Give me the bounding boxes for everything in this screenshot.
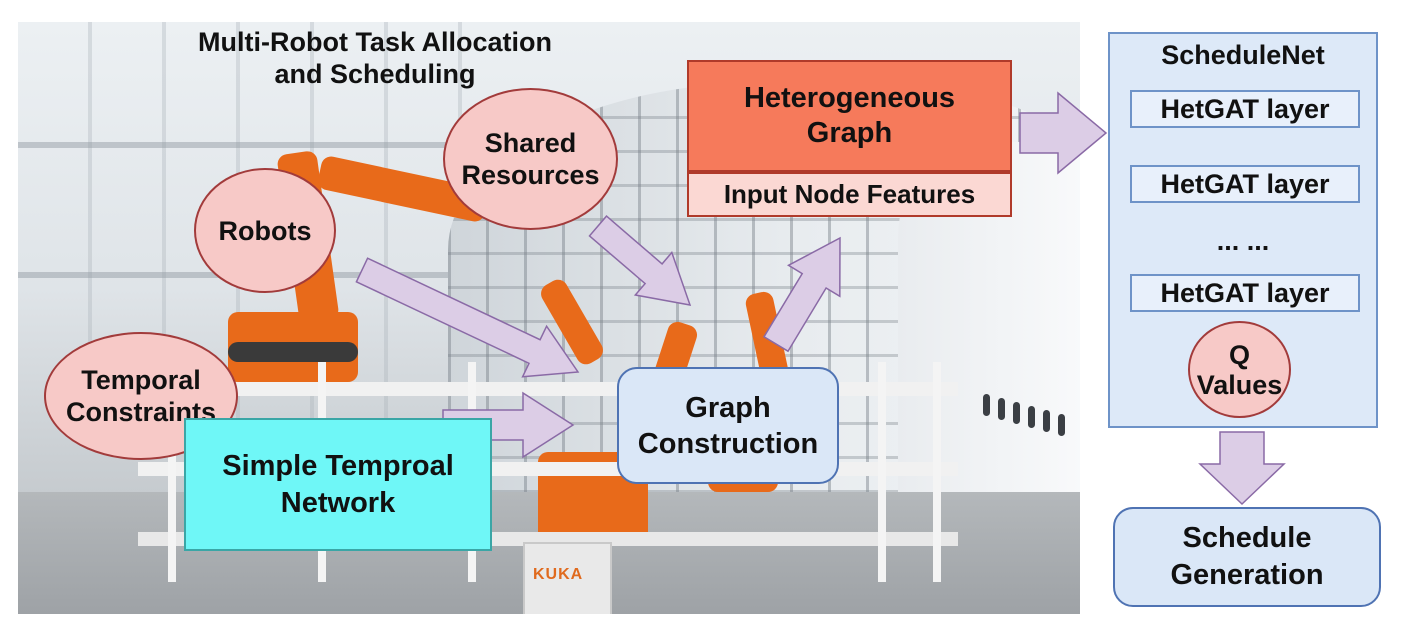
- graph-construction-label-1: Graph: [685, 391, 771, 424]
- kuka-control-panel: KUKA: [523, 542, 612, 614]
- robots-to-graph-construction-arrow: [355, 257, 580, 378]
- graph-construction-box: Graph Construction: [617, 367, 839, 484]
- diagram-title: Multi-Robot Task Allocation and Scheduli…: [140, 26, 610, 90]
- fuselage-window: [1058, 414, 1065, 436]
- stn-label-2: Network: [280, 486, 396, 519]
- platform-rail: [168, 362, 176, 582]
- fuselage-window: [998, 398, 1005, 420]
- q-values-node: Q Values: [1188, 321, 1291, 418]
- layer-ellipsis: ... ...: [1216, 226, 1270, 256]
- hetero-graph-label-1: Heterogeneous: [743, 82, 956, 114]
- input-node-features-box: Input Node Features: [687, 172, 1012, 217]
- fuselage-window: [1028, 406, 1035, 428]
- simple-temporal-network-box: Simple Temproal Network: [184, 418, 492, 551]
- hetgat-layer-1: HetGAT layer: [1130, 90, 1360, 128]
- title-line-2: and Scheduling: [274, 59, 476, 89]
- resources-to-graph-construction-arrow: [588, 215, 692, 306]
- hetgat-layer-2: HetGAT layer: [1130, 165, 1360, 203]
- schedule-generation-label-2: Generation: [1170, 559, 1324, 591]
- fuselage-window: [983, 394, 990, 416]
- hetgat-layer-3: HetGAT layer: [1130, 274, 1360, 312]
- q-values-label-2: Values: [1196, 369, 1283, 400]
- schedulenet-box: ScheduleNet HetGAT layer HetGAT layer ..…: [1108, 32, 1378, 428]
- fuselage-window: [1013, 402, 1020, 424]
- shared-resources-label-2: Resources: [461, 160, 600, 190]
- shared-resources-node: Shared Resources: [443, 88, 618, 230]
- input-node-features-label: Input Node Features: [723, 179, 976, 209]
- platform-rail: [933, 362, 941, 582]
- robots-label: Robots: [218, 215, 312, 246]
- fuselage-window: [1043, 410, 1050, 432]
- schedule-generation-box: Schedule Generation: [1113, 507, 1381, 607]
- graph-construction-label-2: Construction: [637, 427, 819, 460]
- schedulenet-to-schedule-generation-arrow: [1198, 431, 1286, 506]
- temporal-constraints-label-1: Temporal: [81, 365, 201, 395]
- stn-label-1: Simple Temproal: [222, 449, 454, 482]
- kuka-panel-label: KUKA: [533, 566, 584, 583]
- platform-rail: [878, 362, 886, 582]
- title-line-1: Multi-Robot Task Allocation: [198, 27, 552, 57]
- stn-to-graph-construction-arrow: [442, 391, 575, 459]
- shared-resources-label-1: Shared: [484, 128, 577, 158]
- heterogeneous-graph-box: Heterogeneous Graph: [687, 60, 1012, 172]
- robots-node: Robots: [194, 168, 336, 293]
- hetero-graph-label-2: Graph: [806, 117, 893, 149]
- arrow-group: [355, 91, 1286, 506]
- schedulenet-title: ScheduleNet: [1161, 40, 1325, 70]
- schedule-generation-label-1: Schedule: [1182, 522, 1312, 554]
- hetero-graph-to-schedulenet-arrow: [1019, 91, 1108, 175]
- q-values-label-1: Q: [1228, 339, 1250, 370]
- graph-construction-to-hetero-graph-arrow: [762, 236, 841, 353]
- robot-base-band: [228, 342, 358, 362]
